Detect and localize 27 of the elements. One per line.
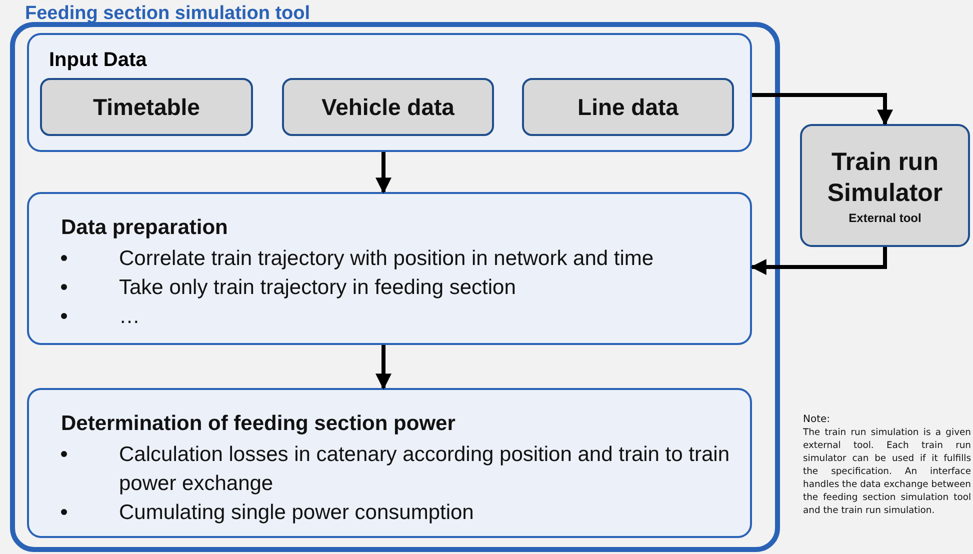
bullet-item: Take only train trajectory in feeding section <box>119 275 516 301</box>
bullet-item: Correlate train trajectory with position in network and time <box>119 246 654 272</box>
arrow <box>376 345 392 390</box>
bullet-item: … <box>119 304 140 330</box>
process-panel <box>27 192 752 345</box>
arrow <box>750 247 887 275</box>
bullet-item: Calculation losses in catenary according position and train to train power exchange <box>119 442 730 497</box>
tool-title: Train run Simulator <box>826 146 944 208</box>
note-text: The train run simulation is a given external tool. Each train run simulator can be used if it fulfills the specification. An interface handles the data exchange between the feeding section simulation tool and the train run simulation. <box>803 426 971 517</box>
input-group-panel <box>27 33 752 152</box>
tool-subtitle: External tool <box>848 210 922 224</box>
section-title: Feeding section simulation tool <box>25 3 310 25</box>
step-heading: Determination of feeding section power <box>61 412 456 436</box>
data-box <box>282 78 494 136</box>
group-title: Input Data <box>49 49 147 72</box>
process-panel <box>27 388 752 538</box>
bullet-item: Cumulating single power consumption <box>119 500 474 526</box>
box-label: Line data <box>578 94 678 120</box>
data-box <box>40 78 253 136</box>
arrow <box>376 152 392 194</box>
arrow <box>752 93 893 126</box>
box-label: Vehicle data <box>322 94 454 120</box>
data-box <box>522 78 734 136</box>
note-heading: Note: <box>803 413 832 426</box>
external-tool-box <box>800 124 970 247</box>
box-label: Timetable <box>93 94 200 120</box>
step-heading: Data preparation <box>61 216 229 240</box>
